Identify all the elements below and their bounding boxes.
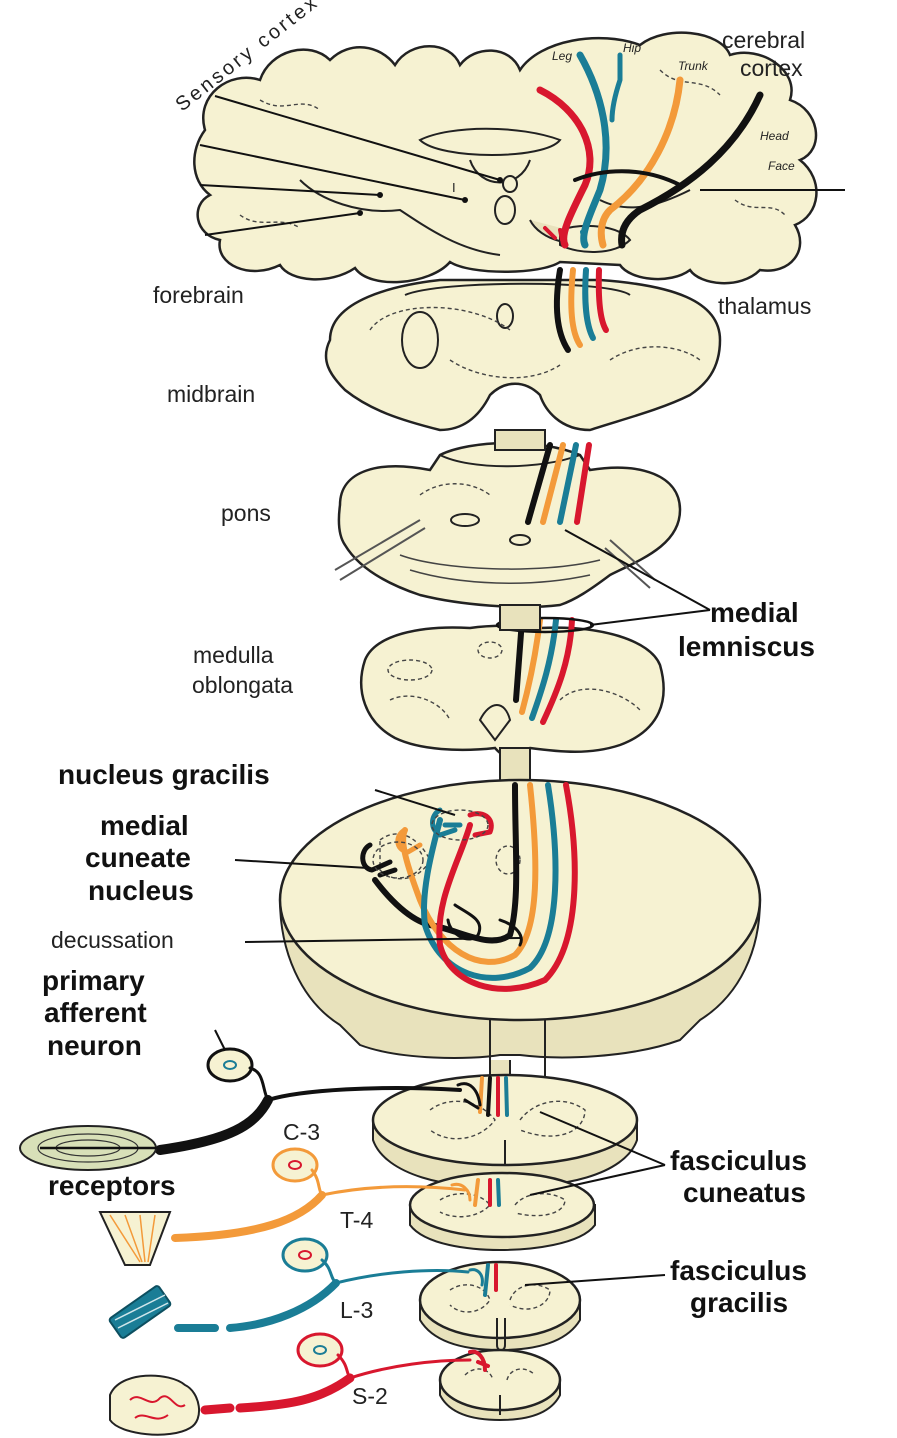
spinal-cord-t4 [410, 1173, 595, 1250]
ruffini-receptor [100, 1212, 170, 1265]
pons-label: pons [221, 500, 271, 526]
nucleus-gracilis-label: nucleus gracilis [58, 759, 270, 790]
fasciculus-cuneatus-label-2: cuneatus [683, 1177, 806, 1208]
muscle-spindle-receptor [109, 1285, 172, 1339]
lower-medulla-section [280, 780, 760, 1080]
thalamus-label: thalamus [718, 293, 811, 319]
medial-lemniscus-label-1: medial [710, 597, 799, 628]
fasciculus-cuneatus-label-1: fasciculus [670, 1145, 807, 1176]
midbrain-section [326, 280, 720, 430]
leg-label: Leg [552, 49, 572, 63]
medial-cuneate-label-2: cuneate [85, 842, 191, 873]
medial-cuneate-label-3: nucleus [88, 875, 194, 906]
primary-afferent-label-2: afferent [44, 997, 147, 1028]
spinal-cord-l3 [420, 1262, 580, 1350]
fasciculus-gracilis-label-1: fasciculus [670, 1255, 807, 1286]
medial-lemniscus-label-2: lemniscus [678, 631, 815, 662]
s2-label: S-2 [352, 1383, 388, 1409]
cortex-label: cortex [740, 55, 803, 81]
c3-label: C-3 [283, 1119, 320, 1145]
primary-afferent-label-3: neuron [47, 1030, 142, 1061]
face-label: Face [768, 159, 795, 173]
primary-afferent-label-1: primary [42, 965, 145, 996]
oblongata-label: oblongata [192, 672, 293, 698]
cerebral-label: cerebral [722, 27, 805, 53]
hip-label: Hip [623, 41, 641, 55]
receptors-label: receptors [48, 1170, 176, 1201]
decussation-label: decussation [51, 927, 174, 953]
midbrain-label: midbrain [167, 381, 255, 407]
t4-label: T-4 [340, 1207, 373, 1233]
forebrain-label: forebrain [153, 282, 244, 308]
l3-label: L-3 [340, 1297, 373, 1323]
pacinian-receptor [20, 1126, 160, 1170]
free-nerve-ending-receptor [110, 1376, 199, 1435]
s2-afferent-neuron [205, 1334, 470, 1410]
pons-section [335, 443, 680, 607]
thalamic-small-label: I [452, 180, 456, 195]
medulla-section [361, 626, 663, 757]
trunk-label: Trunk [678, 59, 709, 73]
medulla-label: medulla [193, 642, 274, 668]
fasciculus-gracilis-label-2: gracilis [690, 1287, 788, 1318]
forebrain-section [194, 33, 816, 284]
medial-cuneate-label-1: medial [100, 810, 189, 841]
head-label: Head [760, 129, 789, 143]
